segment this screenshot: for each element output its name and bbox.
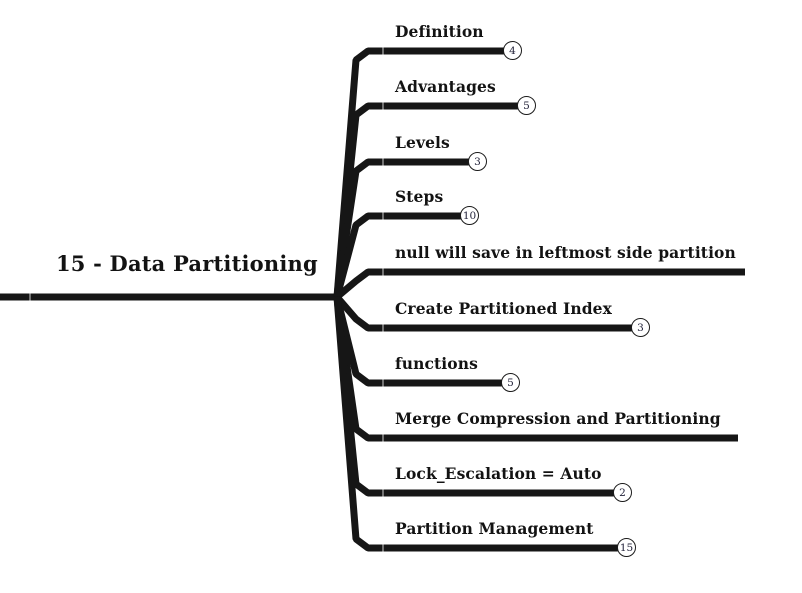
branch-node-functions[interactable]: functions: [395, 354, 478, 373]
collapsed-count-badge-advantages[interactable]: 5: [517, 96, 536, 115]
branch-connector-create-partitioned-index: [334, 294, 641, 332]
branch-node-advantages[interactable]: Advantages: [395, 77, 496, 96]
root-node-label[interactable]: 15 - Data Partitioning: [56, 251, 318, 276]
branch-connector-levels: [333, 158, 478, 298]
collapsed-count-badge-definition[interactable]: 4: [503, 41, 522, 60]
branch-connector-steps: [333, 212, 470, 298]
branch-node-definition[interactable]: Definition: [395, 22, 484, 41]
branch-node-lock-escalation[interactable]: Lock_Escalation = Auto: [395, 464, 602, 483]
collapsed-count-badge-lock-escalation[interactable]: 2: [613, 483, 632, 502]
collapsed-count-badge-steps[interactable]: 10: [460, 206, 479, 225]
branch-node-steps[interactable]: Steps: [395, 187, 444, 206]
branch-node-null-partition[interactable]: null will save in leftmost side partitio…: [395, 243, 736, 262]
branch-connector-advantages: [333, 102, 527, 298]
branch-connector-functions: [333, 296, 511, 387]
branch-node-partition-management[interactable]: Partition Management: [395, 519, 594, 538]
collapsed-count-badge-partition-management[interactable]: 15: [617, 538, 636, 557]
branch-node-merge-compression[interactable]: Merge Compression and Partitioning: [395, 409, 721, 428]
branch-connector-partition-management: [333, 296, 627, 552]
collapsed-count-badge-functions[interactable]: 5: [501, 373, 520, 392]
branch-node-levels[interactable]: Levels: [395, 133, 450, 152]
branch-connector-null-partition: [334, 268, 745, 300]
collapsed-count-badge-levels[interactable]: 3: [468, 152, 487, 171]
collapsed-count-badge-create-partitioned-index[interactable]: 3: [631, 318, 650, 337]
branch-node-create-partitioned-index[interactable]: Create Partitioned Index: [395, 299, 612, 318]
